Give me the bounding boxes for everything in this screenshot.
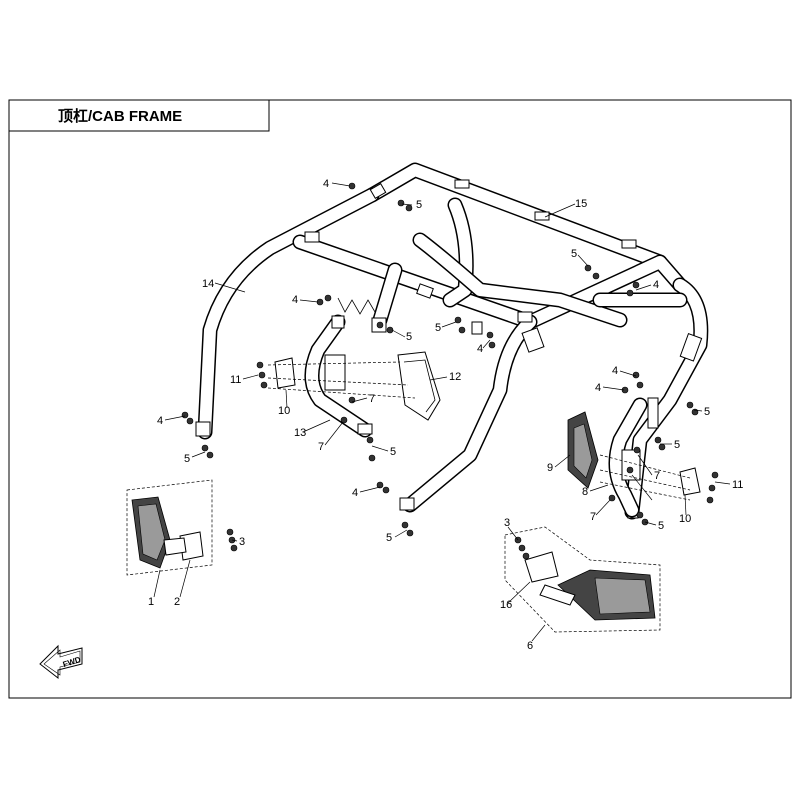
callout-15: 15 <box>575 198 587 210</box>
fwd-arrow-icon: FWD <box>39 644 83 680</box>
bolts <box>181 182 719 560</box>
callout-4: 4 <box>157 415 163 427</box>
callout-5: 5 <box>704 406 710 418</box>
callout-2: 2 <box>174 596 180 608</box>
callout-3: 3 <box>504 517 510 529</box>
callout-11: 11 <box>732 479 743 491</box>
callout-12: 12 <box>449 371 461 383</box>
title-box <box>8 99 270 132</box>
callout-4: 4 <box>612 365 618 377</box>
callout-4: 4 <box>653 279 659 291</box>
callout-10: 10 <box>679 513 691 525</box>
callout-8: 8 <box>582 486 588 498</box>
callout-5: 5 <box>416 199 422 211</box>
callout-13: 13 <box>294 427 306 439</box>
callout-14: 14 <box>202 278 214 290</box>
page-title: 顶杠/CAB FRAME <box>58 107 182 125</box>
callout-5: 5 <box>658 520 664 532</box>
part-8-grab-bar <box>608 397 648 518</box>
callout-5: 5 <box>390 446 396 458</box>
mirror-left-group <box>126 479 213 576</box>
part-12-cover <box>397 351 441 421</box>
callout-5: 5 <box>435 322 441 334</box>
callout-5: 5 <box>184 453 190 465</box>
callout-7: 7 <box>318 441 324 453</box>
callout-4: 4 <box>595 382 601 394</box>
callout-4: 4 <box>323 178 329 190</box>
callout-6: 6 <box>527 640 533 652</box>
callout-7: 7 <box>590 511 596 523</box>
drawing-border <box>8 99 792 699</box>
callout-11: 11 <box>230 374 241 386</box>
callout-5: 5 <box>406 331 412 343</box>
callout-16: 16 <box>500 599 512 611</box>
cab-frame-tubes <box>197 162 709 520</box>
callout-5: 5 <box>386 532 392 544</box>
callout-4: 4 <box>477 343 483 355</box>
part-13-grab-bar <box>304 314 373 438</box>
callout-4: 4 <box>292 294 298 306</box>
part-10-left-bracket <box>274 357 296 389</box>
callout-5: 5 <box>674 439 680 451</box>
part-10-right-bracket <box>679 467 701 496</box>
callout-7: 7 <box>369 393 375 405</box>
leader-lines <box>153 182 731 642</box>
callout-10: 10 <box>278 405 290 417</box>
callout-9: 9 <box>547 462 553 474</box>
part-9-cover <box>567 411 599 489</box>
mirror-right-group <box>504 526 661 633</box>
frame-brackets <box>195 179 703 519</box>
callout-4: 4 <box>352 487 358 499</box>
callout-1: 1 <box>148 596 154 608</box>
callout-7: 7 <box>654 470 660 482</box>
callout-5: 5 <box>571 248 577 260</box>
callout-3: 3 <box>239 536 245 548</box>
callout-labels: 4 5 15 5 4 14 4 5 5 4 11 12 10 7 13 7 5 … <box>148 178 743 652</box>
